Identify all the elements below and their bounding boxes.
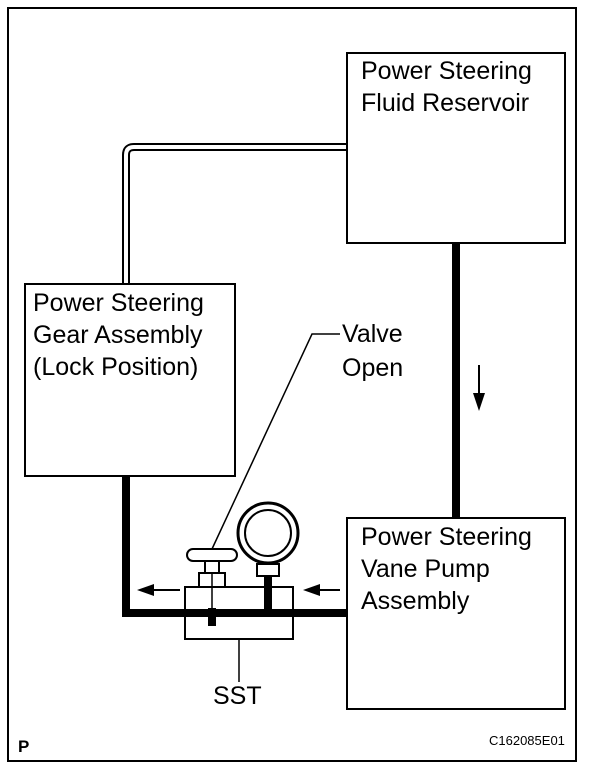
corner-letter: P [18,737,29,756]
pump-box [346,517,566,710]
pressure-gauge-icon [236,501,300,613]
valve-label-line2: Open [342,354,403,382]
flow-arrow-left-icon [137,584,180,596]
reservoir-box [346,52,566,244]
gear-label-line2: Gear Assembly [33,321,203,349]
reservoir-label-line2: Fluid Reservoir [361,89,529,117]
gear-box [24,283,236,477]
valve-leader-line [211,333,340,550]
valve-label-line1: Valve [342,320,403,348]
return-hose-inner [124,145,347,284]
figure-code: C162085E01 [489,733,565,748]
return-hose-outline [122,143,347,284]
reservoir-label-line1: Power Steering [361,57,532,85]
pump-label-line1: Power Steering [361,523,532,551]
gear-label-line1: Power Steering [33,289,204,317]
flow-arrow-left-icon [303,584,340,596]
outer-frame [7,7,577,762]
sst-label: SST [213,682,262,710]
valve-handle-icon [186,548,238,626]
gear-label-line3: (Lock Position) [33,353,198,381]
pump-label-line3: Assembly [361,587,470,615]
flow-arrow-down-icon [473,365,485,411]
pump-label-line2: Vane Pump [361,555,490,583]
